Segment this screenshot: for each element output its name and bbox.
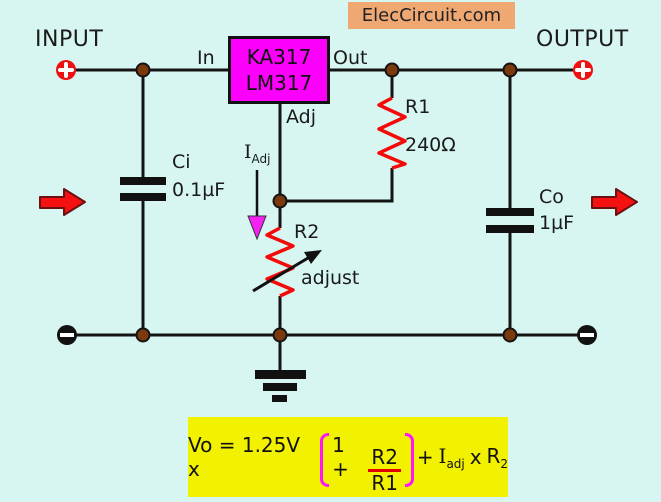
iadj-label: IAdj xyxy=(244,142,270,166)
formula-resistor-term: R2 xyxy=(486,444,508,471)
formula-resistor-subscript: 2 xyxy=(500,456,508,471)
brand-banner: ElecCircuit.com xyxy=(348,2,515,29)
junction-dot xyxy=(272,193,288,209)
resistor-r1 xyxy=(377,96,407,170)
output-voltage-formula: Vo = 1.25V x 1 + R2 R1 + Iadj x R2 xyxy=(188,417,508,497)
iadj-subscript: Adj xyxy=(251,151,271,166)
formula-fraction-denominator: R1 xyxy=(371,470,398,495)
formula-fraction-numerator: R2 xyxy=(368,446,401,472)
formula-plus: + xyxy=(416,445,434,469)
r2-adjust-note: adjust xyxy=(301,267,360,289)
formula-prefix: Vo = 1.25V x xyxy=(188,433,301,481)
ci-name: Ci xyxy=(172,151,191,173)
pin-label-adj: Adj xyxy=(286,106,317,128)
wires xyxy=(66,68,587,371)
formula-resistor-symbol: R xyxy=(486,443,501,468)
input-plus-terminal xyxy=(56,60,76,80)
junction-dot xyxy=(502,62,518,78)
pin-label-in: In xyxy=(197,47,215,69)
resistor-r2 xyxy=(265,226,295,298)
formula-left-bracket xyxy=(320,433,330,487)
formula-times: x xyxy=(469,445,482,469)
output-label: OUTPUT xyxy=(536,27,629,52)
ground-symbol xyxy=(255,370,306,402)
formula-one-plus: 1 + xyxy=(332,433,349,481)
capacitor-ci-plates xyxy=(120,177,166,201)
pin-label-out: Out xyxy=(333,47,368,69)
regulator-ic: KA317 LM317 xyxy=(228,36,330,104)
input-label: INPUT xyxy=(35,27,104,52)
ci-value: 0.1µF xyxy=(172,179,226,201)
formula-right-bracket xyxy=(404,433,414,487)
r1-name: R1 xyxy=(405,96,431,118)
junction-dot xyxy=(135,62,151,78)
regulator-part-number-2: LM317 xyxy=(245,71,313,95)
iadj-symbol: I xyxy=(244,141,252,163)
formula-current-subscript: adj xyxy=(446,456,465,471)
junction-dots xyxy=(135,62,518,343)
input-flow-arrow xyxy=(39,188,86,216)
capacitor-co-plates xyxy=(486,208,534,233)
input-minus-terminal xyxy=(57,325,77,345)
output-minus-terminal xyxy=(577,325,597,345)
brand-label: ElecCircuit.com xyxy=(361,5,502,26)
iadj-arrow xyxy=(247,170,267,241)
junction-dot xyxy=(135,327,151,343)
co-name: Co xyxy=(539,186,564,208)
r1-value: 240Ω xyxy=(405,134,456,156)
formula-current-symbol: I xyxy=(438,443,447,468)
junction-dot xyxy=(272,327,288,343)
co-value: 1µF xyxy=(539,212,575,234)
junction-dot xyxy=(384,62,400,78)
formula-current-term: Iadj xyxy=(439,444,465,471)
regulator-part-number-1: KA317 xyxy=(246,45,312,69)
output-plus-terminal xyxy=(573,60,593,80)
output-flow-arrow xyxy=(591,188,638,216)
r2-name: R2 xyxy=(294,221,320,243)
formula-fraction: R2 R1 xyxy=(368,446,401,495)
r2-adjust-arrow xyxy=(252,250,322,293)
junction-dot xyxy=(502,327,518,343)
